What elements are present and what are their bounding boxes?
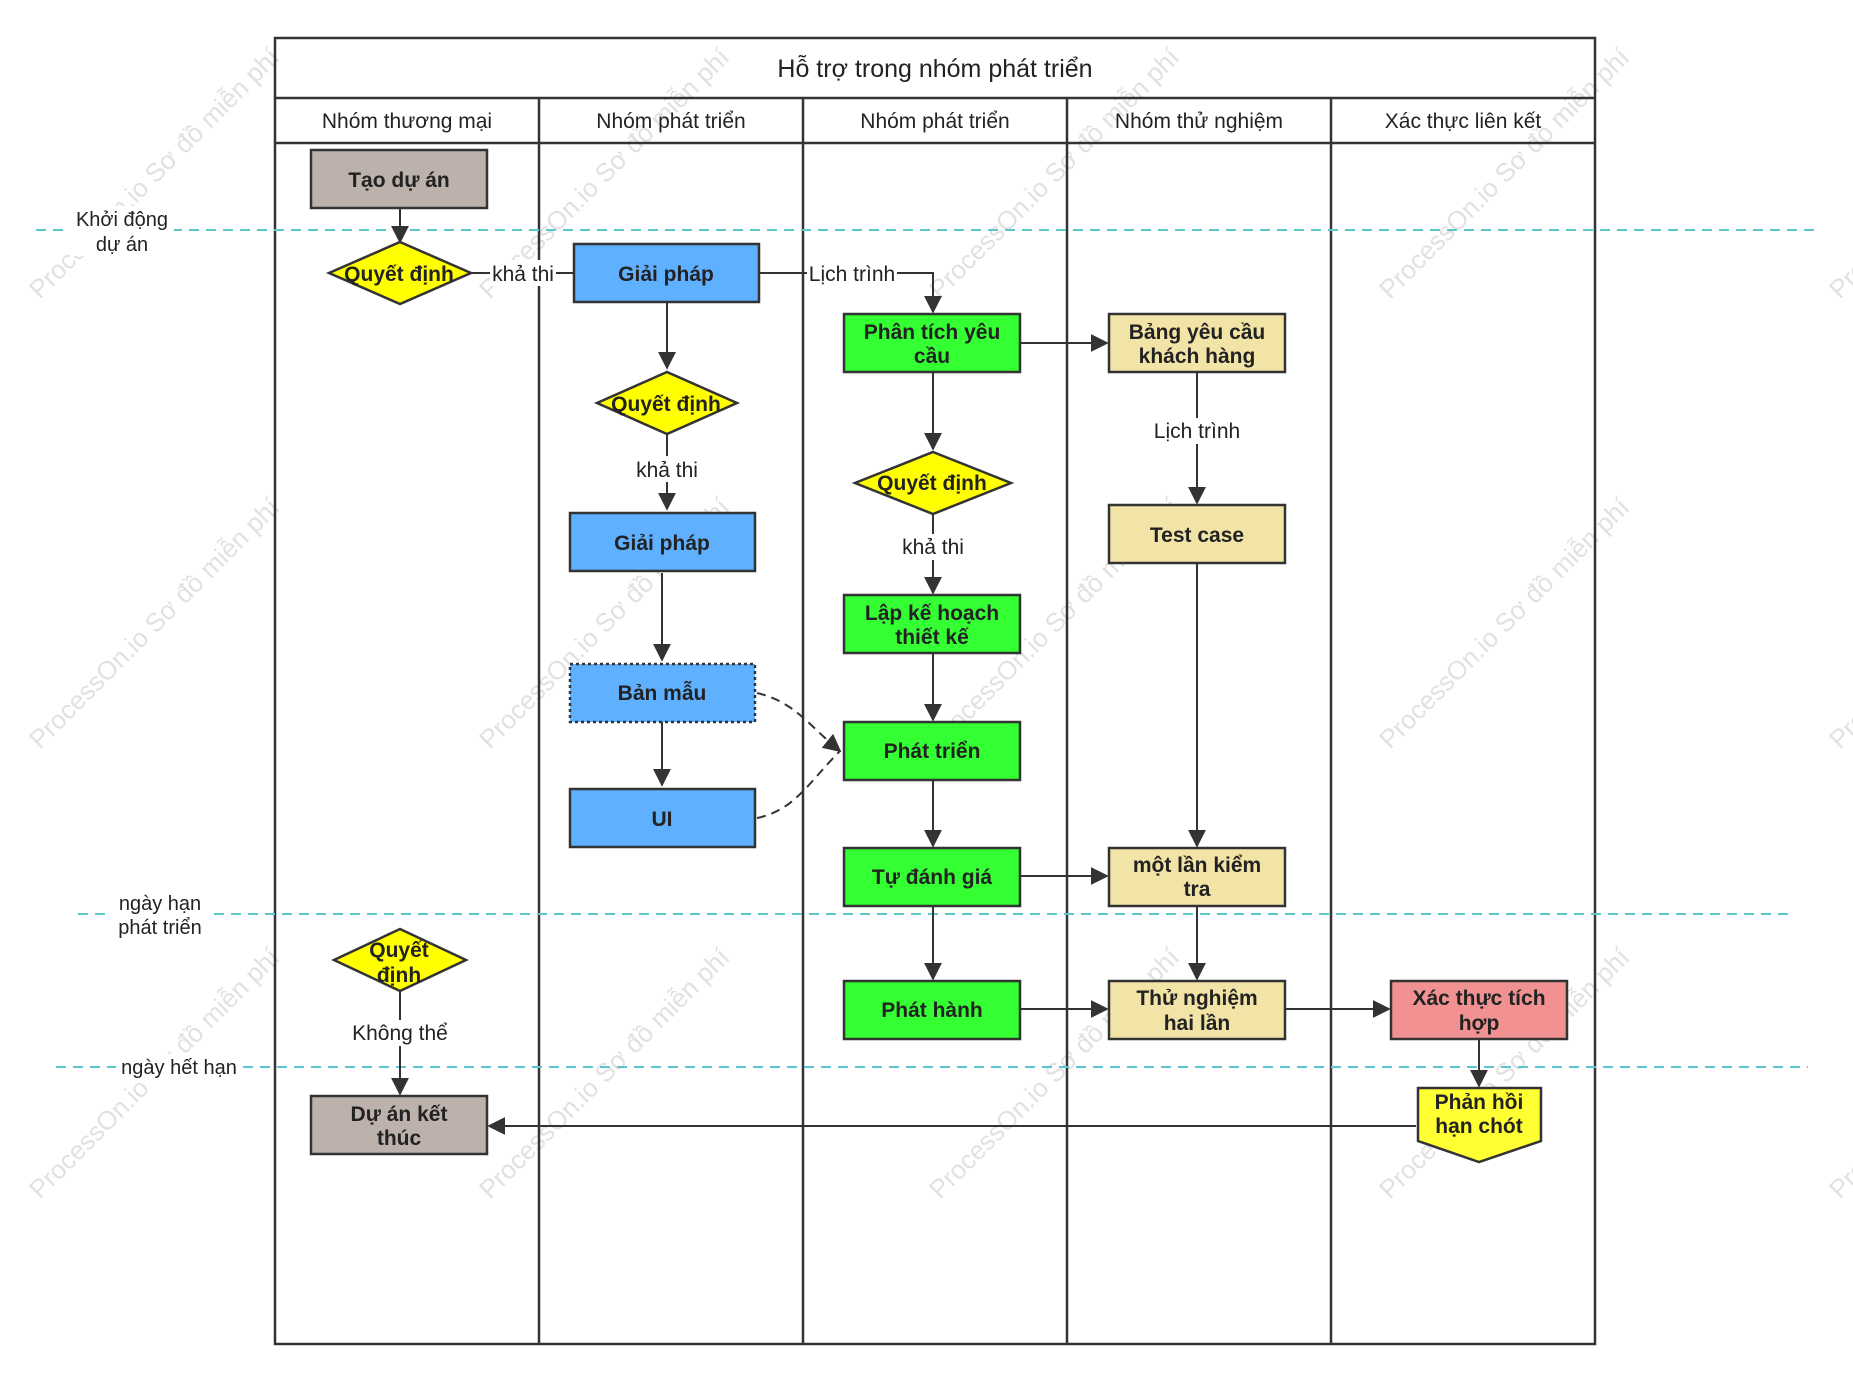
node-create-project[interactable]: Tạo dự án xyxy=(309,148,489,210)
node-decision-commerce[interactable]: Quyết định xyxy=(325,240,475,306)
node-project-end[interactable]: Dự án kết thúc xyxy=(309,1094,489,1156)
node-one-check-text-1: một lần kiểm xyxy=(1133,854,1261,877)
watermark-text: ProcessOn.io Sơ đồ miễn phí xyxy=(473,942,736,1205)
lane-header-commerce: Nhóm thương mại xyxy=(322,110,492,133)
phase-label-start-2: dự án xyxy=(96,234,148,256)
node-customer-requirements-text-2: khách hàng xyxy=(1139,345,1256,368)
node-ui[interactable]: UI xyxy=(568,787,757,849)
node-deadline-feedback[interactable]: Phản hồi hạn chót xyxy=(1416,1086,1543,1164)
node-develop-text: Phát triển xyxy=(884,740,981,763)
node-design-plan-text-2: thiết kế xyxy=(895,626,969,649)
edge-label-feasible-1: khả thi xyxy=(492,263,554,286)
node-customer-requirements[interactable]: Bảng yêu cầu khách hàng xyxy=(1107,312,1287,374)
edge-ui-to-develop xyxy=(756,750,841,819)
edge-prototype-to-develop xyxy=(756,692,842,753)
pool-frame xyxy=(273,36,1597,1346)
node-design-plan-text-1: Lập kế hoạch xyxy=(865,602,999,625)
node-decision-commerce-text: Quyết định xyxy=(344,263,454,286)
node-decision-dev-2-text: Quyết định xyxy=(877,472,987,495)
lane-headers: Nhóm thương mại Nhóm phát triển Nhóm phá… xyxy=(322,110,1542,133)
node-solution-2[interactable]: Giải pháp xyxy=(568,511,757,573)
node-integration-verify-text-1: Xác thực tích xyxy=(1412,987,1545,1010)
edge-label-feasible-3: khả thi xyxy=(902,536,964,559)
phase-label-dev-deadline-1: ngày hạn xyxy=(119,893,201,915)
phase-label-start-1: Khởi động xyxy=(76,209,168,231)
node-develop[interactable]: Phát triển xyxy=(842,720,1022,782)
node-one-check[interactable]: một lần kiểm tra xyxy=(1107,846,1287,908)
node-one-check-text-2: tra xyxy=(1184,878,1211,901)
node-customer-requirements-text-1: Bảng yêu cầu xyxy=(1129,321,1266,344)
lane-header-dev-a: Nhóm phát triển xyxy=(596,110,745,133)
node-test-twice[interactable]: Thử nghiệm hai lần xyxy=(1107,979,1287,1041)
node-decision-commerce-2-text-1: Quyết xyxy=(369,939,429,962)
node-test-twice-text-1: Thử nghiệm xyxy=(1136,987,1257,1010)
node-requirements-analysis-text-1: Phân tích yêu xyxy=(864,321,1001,344)
node-test-twice-text-2: hai lần xyxy=(1164,1012,1231,1035)
node-prototype[interactable]: Bản mẫu xyxy=(568,662,757,724)
node-self-assess[interactable]: Tự đánh giá xyxy=(842,846,1022,908)
edge-label-schedule-1: Lịch trình xyxy=(809,263,895,286)
watermark-text: ProcessOn.io Sơ đồ miễn phí xyxy=(1823,942,1853,1205)
lane-header-integration: Xác thực liên kết xyxy=(1385,110,1542,133)
node-solution-1[interactable]: Giải pháp xyxy=(572,242,761,304)
node-prototype-text: Bản mẫu xyxy=(618,681,707,705)
node-create-project-text: Tạo dự án xyxy=(348,169,450,192)
node-test-case-text: Test case xyxy=(1150,524,1244,547)
phase-labels: Khởi động dự án ngày hạn phát triển ngày… xyxy=(70,206,242,1082)
watermark-text: ProcessOn.io Sơ đồ miễn phí xyxy=(1373,42,1636,305)
node-decision-dev-1-text: Quyết định xyxy=(611,393,721,416)
node-solution-2-text: Giải pháp xyxy=(614,532,710,555)
node-integration-verify[interactable]: Xác thực tích hợp xyxy=(1389,979,1569,1041)
node-solution-1-text: Giải pháp xyxy=(618,263,714,286)
node-integration-verify-text-2: hợp xyxy=(1459,1012,1500,1035)
lane-header-testing: Nhóm thử nghiệm xyxy=(1115,110,1283,133)
watermark-text: ProcessOn.io Sơ đồ miễn phí xyxy=(23,492,286,755)
node-release-text: Phát hành xyxy=(881,999,983,1022)
phase-label-expiry: ngày hết hạn xyxy=(121,1057,237,1079)
node-deadline-feedback-text-2: hạn chót xyxy=(1435,1115,1523,1138)
node-project-end-text-1: Dự án kết xyxy=(351,1103,448,1126)
node-decision-dev-2[interactable]: Quyết định xyxy=(851,450,1015,516)
node-ui-text: UI xyxy=(652,808,673,831)
edge-labels: khả thi Lịch trình khả thi khả thi Lịch … xyxy=(348,260,1242,1046)
lane-header-dev-b: Nhóm phát triển xyxy=(860,110,1009,133)
edge-label-feasible-2: khả thi xyxy=(636,459,698,482)
diagram-title: Hỗ trợ trong nhóm phát triển xyxy=(777,54,1092,83)
node-release[interactable]: Phát hành xyxy=(842,979,1022,1041)
watermark-text: ProcessOn.io Sơ đồ miễn phí xyxy=(1373,492,1636,755)
node-project-end-text-2: thúc xyxy=(377,1127,422,1150)
edge-label-schedule-2: Lịch trình xyxy=(1154,420,1240,443)
node-requirements-analysis[interactable]: Phân tích yêu cầu xyxy=(842,312,1022,374)
watermark-text: ProcessOn.io Sơ đồ miễn phí xyxy=(1823,42,1853,305)
phase-separators xyxy=(36,229,1815,1068)
node-design-plan[interactable]: Lập kế hoạch thiết kế xyxy=(842,593,1022,655)
watermark-text: ProcessOn.io Sơ đồ miễn phí xyxy=(1823,492,1853,755)
node-decision-commerce-2-text-2: định xyxy=(377,964,421,987)
watermark-text: ProcessOn.io Sơ đồ miễn phí xyxy=(23,42,286,305)
node-decision-dev-1[interactable]: Quyết định xyxy=(593,370,741,436)
phase-label-dev-deadline-2: phát triển xyxy=(118,917,201,939)
node-requirements-analysis-text-2: cầu xyxy=(914,345,950,368)
edge-label-cannot: Không thể xyxy=(352,1022,448,1045)
node-self-assess-text: Tự đánh giá xyxy=(872,866,993,889)
node-deadline-feedback-text-1: Phản hồi xyxy=(1435,1091,1524,1114)
node-test-case[interactable]: Test case xyxy=(1107,503,1287,565)
node-decision-commerce-2[interactable]: Quyết định xyxy=(331,927,469,993)
